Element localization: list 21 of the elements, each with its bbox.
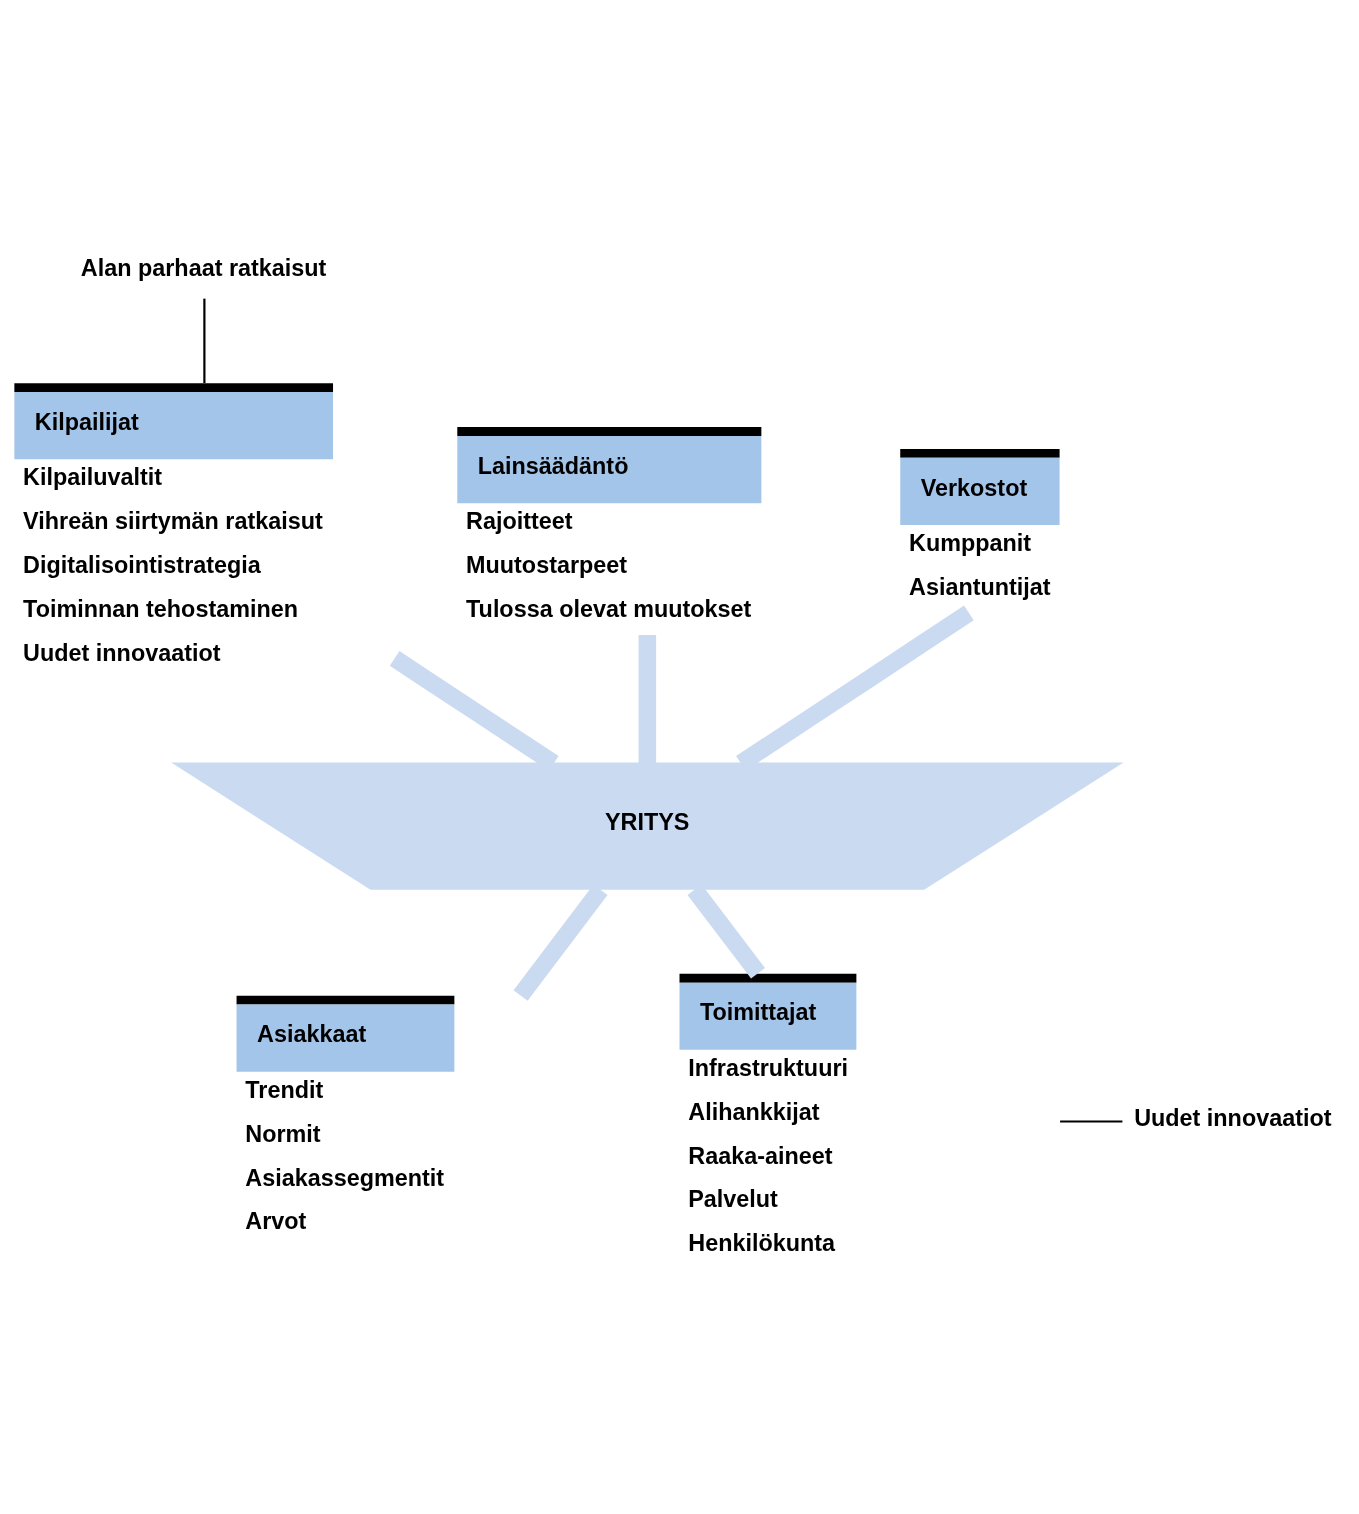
- node-label: Vihreän siirtymän ratkaisut: [23, 507, 323, 534]
- node-label: Kumppanit: [909, 529, 1032, 556]
- node-label: Kilpailuvaltit: [23, 463, 163, 490]
- node-label: Muutostarpeet: [466, 551, 628, 578]
- node-label: Palvelut: [688, 1185, 778, 1212]
- node-label: Digitalisointistrategia: [23, 551, 261, 578]
- node-label: Raaka-aineet: [688, 1142, 833, 1169]
- node-label: Alihankkijat: [688, 1098, 820, 1125]
- node-label: Arvot: [245, 1207, 307, 1234]
- node-label: Asiantuntijat: [909, 573, 1051, 600]
- node-label: Asiakassegmentit: [245, 1164, 445, 1191]
- node-label: Rajoitteet: [466, 507, 573, 534]
- node-label: Uudet innovaatiot: [23, 639, 221, 666]
- node-label: Toiminnan tehostaminen: [23, 595, 299, 622]
- node-label: Normit: [245, 1120, 321, 1147]
- node-label: Tulossa olevat muutokset: [466, 595, 752, 622]
- node-text: Uudet innovaatiot: [1134, 1104, 1332, 1131]
- node-label: Henkilökunta: [688, 1229, 836, 1256]
- node-text: Alan parhaat ratkaisut: [80, 254, 327, 281]
- node-label: Infrastruktuuri: [688, 1054, 849, 1081]
- node-label: Trendit: [245, 1076, 324, 1103]
